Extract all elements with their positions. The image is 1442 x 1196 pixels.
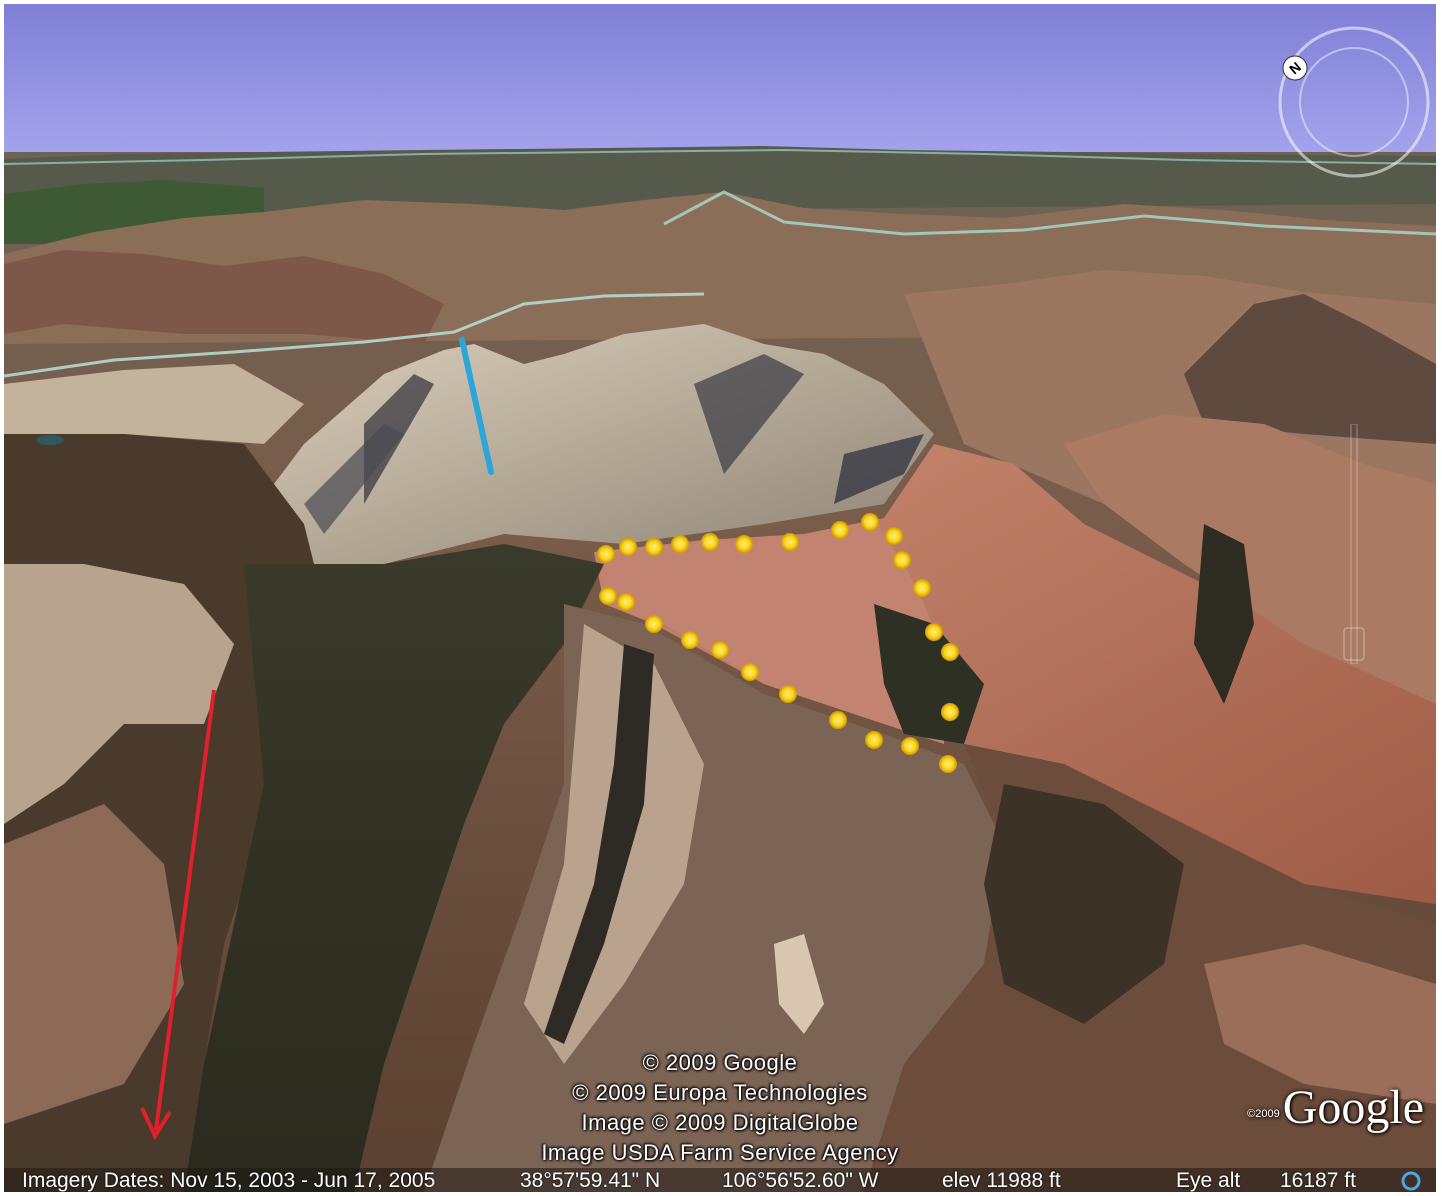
- red-arrow-shaft: [154, 689, 216, 1131]
- route-waypoint-dot: [671, 535, 689, 553]
- route-waypoint-dot: [831, 521, 849, 539]
- left-grey-slopes: [4, 364, 304, 444]
- compass-inner-ring: [1299, 47, 1409, 157]
- small-lake: [36, 435, 64, 445]
- route-waypoint-dot: [941, 703, 959, 721]
- latitude-readout: 38°57'59.41" N: [520, 1169, 661, 1192]
- route-waypoint-dot: [913, 579, 931, 597]
- far-ridgeline: [663, 190, 1436, 236]
- red-arrow-annotation: [140, 689, 216, 1141]
- red-arrow-head: [140, 1107, 172, 1141]
- attribution-line: © 2009 Google: [642, 1050, 798, 1075]
- ridge-light-line: [4, 292, 705, 378]
- logo-year: ©2009: [1247, 1108, 1280, 1120]
- right-dark-peak: [1184, 294, 1436, 444]
- route-waypoint-dot: [599, 587, 617, 605]
- imagery-dates: Imagery Dates: Nov 15, 2003 - Jun 17, 20…: [22, 1169, 436, 1192]
- terrain-3d-view[interactable]: [4, 4, 1436, 1192]
- right-forest-patch: [984, 784, 1184, 1024]
- route-waypoint-dot: [939, 755, 957, 773]
- pale-outcrop: [774, 934, 824, 1034]
- left-lower-slope: [4, 804, 184, 1124]
- longitude-readout: 106°56'52.60" W: [722, 1169, 879, 1192]
- google-logo: ©2009 Google: [1247, 1082, 1424, 1134]
- attribution-line: Image USDA Farm Service Agency: [541, 1140, 899, 1165]
- zoom-slider-thumb: [1343, 627, 1365, 661]
- eye-alt-label: Eye alt: [1176, 1169, 1241, 1192]
- elevation-readout: elev 11988 ft: [942, 1169, 1061, 1192]
- central-forest-ridge: [184, 544, 604, 1192]
- eye-alt-value: 16187 ft: [1280, 1169, 1356, 1192]
- route-waypoint-dot: [617, 593, 635, 611]
- sky: [4, 4, 1436, 164]
- couloir-shadow-3: [694, 354, 804, 474]
- couloir-shadow-2: [304, 424, 404, 534]
- route-waypoint-dot: [701, 533, 719, 551]
- yellow-route-dots: [597, 513, 959, 773]
- blue-route-line: [459, 337, 494, 475]
- route-waypoint-dot: [781, 533, 799, 551]
- route-waypoint-dot: [893, 551, 911, 569]
- left-mid-ridge: [4, 250, 444, 344]
- route-waypoint-dot: [865, 731, 883, 749]
- bottom-right-slope: [1204, 944, 1436, 1104]
- route-waypoint-dot: [925, 623, 943, 641]
- route-waypoint-dot: [741, 663, 759, 681]
- route-waypoint-dot: [645, 538, 663, 556]
- attribution-line: Image © 2009 DigitalGlobe: [581, 1110, 859, 1135]
- status-bar: Imagery Dates: Nov 15, 2003 - Jun 17, 20…: [4, 1168, 1436, 1192]
- route-waypoint-dot: [597, 545, 615, 563]
- route-waypoint-dot: [619, 538, 637, 556]
- logo-wordmark: Google: [1282, 1081, 1424, 1134]
- streaming-ring: [1401, 1171, 1421, 1191]
- spur-dark-gully: [544, 644, 654, 1044]
- attribution-line: © 2009 Europa Technologies: [572, 1080, 868, 1105]
- map-attribution: © 2009 Google © 2009 Europa Technologies…: [4, 1048, 1436, 1168]
- distant-horizon: [4, 146, 1436, 214]
- route-waypoint-dot: [885, 527, 903, 545]
- route-waypoint-dot: [711, 641, 729, 659]
- route-waypoint-dot: [901, 737, 919, 755]
- couloir-shadow-4: [834, 434, 924, 504]
- map-viewport[interactable]: N © 2009 Google © 2009 Europa Technologi…: [4, 4, 1436, 1192]
- compass-ring-icon[interactable]: N: [1274, 26, 1434, 186]
- route-waypoint-dot: [681, 631, 699, 649]
- route-waypoint-dot: [829, 711, 847, 729]
- horizon-ridgeline: [4, 148, 1436, 165]
- zoom-slider-track: [1350, 424, 1358, 664]
- compass-outer-ring: [1278, 26, 1430, 178]
- route-waypoint-dot: [779, 685, 797, 703]
- red-upper-face: [604, 520, 944, 744]
- zoom-slider-icon[interactable]: [1342, 424, 1366, 664]
- right-forest-strip: [1194, 524, 1254, 704]
- route-waypoint-dot: [735, 535, 753, 553]
- route-waypoint-dot: [645, 615, 663, 633]
- right-red-flank: [1064, 414, 1436, 704]
- left-pale-scree: [4, 564, 234, 824]
- streaming-progress-icon: [1401, 1171, 1421, 1191]
- route-waypoint-dot: [941, 643, 959, 661]
- route-waypoint-dot: [861, 513, 879, 531]
- compass-north-knob: [1282, 55, 1308, 81]
